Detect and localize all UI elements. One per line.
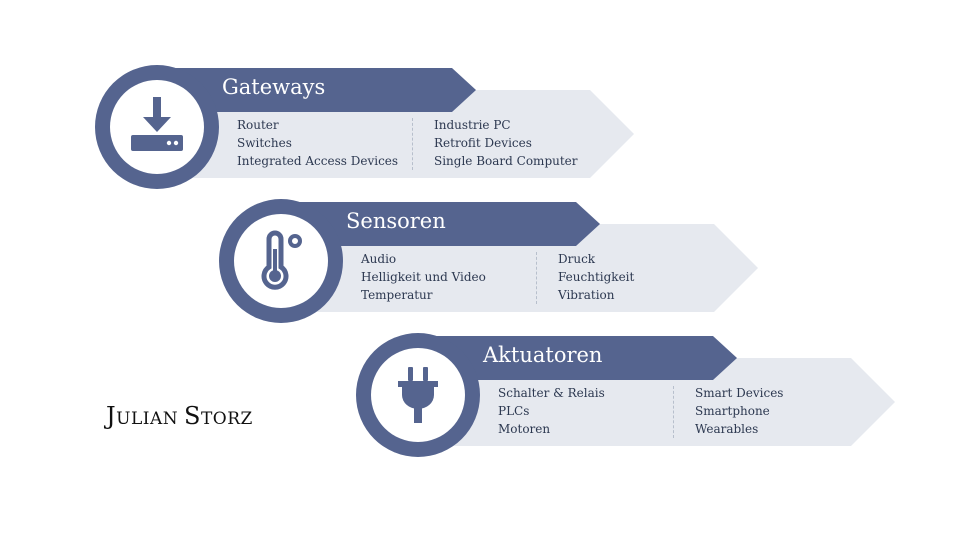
column-divider xyxy=(412,118,413,170)
item-list-right: Industrie PC Retrofit Devices Single Boa… xyxy=(434,116,578,170)
brand-first-initial: J xyxy=(106,402,117,430)
category-title: Aktuatoren xyxy=(483,343,603,367)
list-item: Smart Devices xyxy=(695,386,784,400)
item-list-right: Smart Devices Smartphone Wearables xyxy=(695,384,783,438)
category-gateways: Gateways Router Switches Integrated Acce… xyxy=(92,62,652,192)
aktuatoren-arrow-shape xyxy=(356,333,895,457)
plug-icon xyxy=(398,367,438,423)
thermometer-icon xyxy=(261,230,302,290)
item-list-left: Audio Helligkeit und Video Temperatur xyxy=(361,250,486,304)
list-item: Motoren xyxy=(498,422,551,436)
list-item: Single Board Computer xyxy=(434,154,578,168)
column-divider xyxy=(673,386,674,438)
list-item: PLCs xyxy=(498,404,530,418)
list-item: Temperatur xyxy=(361,288,433,302)
brand-last-rest: TORZ xyxy=(200,409,253,429)
list-item: Smartphone xyxy=(695,404,770,418)
list-item: Wearables xyxy=(695,422,759,436)
list-item: Switches xyxy=(237,136,292,150)
column-divider xyxy=(536,252,537,304)
list-item: Retrofit Devices xyxy=(434,136,532,150)
category-aktuatoren: Aktuatoren Schalter & Relais PLCs Motore… xyxy=(353,330,913,460)
item-list-left: Router Switches Integrated Access Device… xyxy=(237,116,398,170)
list-item: Schalter & Relais xyxy=(498,386,605,400)
brand-logo-text: JULIAN STORZ xyxy=(106,402,253,430)
category-title: Gateways xyxy=(222,75,326,99)
list-item: Helligkeit und Video xyxy=(361,270,486,284)
list-item: Feuchtigkeit xyxy=(558,270,635,284)
brand-last-initial: S xyxy=(184,402,201,430)
list-item: Vibration xyxy=(558,288,615,302)
category-title: Sensoren xyxy=(346,209,446,233)
category-sensoren: Sensoren Audio Helligkeit und Video Temp… xyxy=(216,196,776,326)
brand-first-rest: ULIAN xyxy=(116,409,179,429)
list-item: Router xyxy=(237,118,279,132)
list-item: Industrie PC xyxy=(434,118,511,132)
list-item: Druck xyxy=(558,252,596,266)
item-list-left: Schalter & Relais PLCs Motoren xyxy=(498,384,605,438)
item-list-right: Druck Feuchtigkeit Vibration xyxy=(558,250,634,304)
list-item: Integrated Access Devices xyxy=(237,154,399,168)
download-box-icon xyxy=(131,97,183,151)
list-item: Audio xyxy=(361,252,397,266)
